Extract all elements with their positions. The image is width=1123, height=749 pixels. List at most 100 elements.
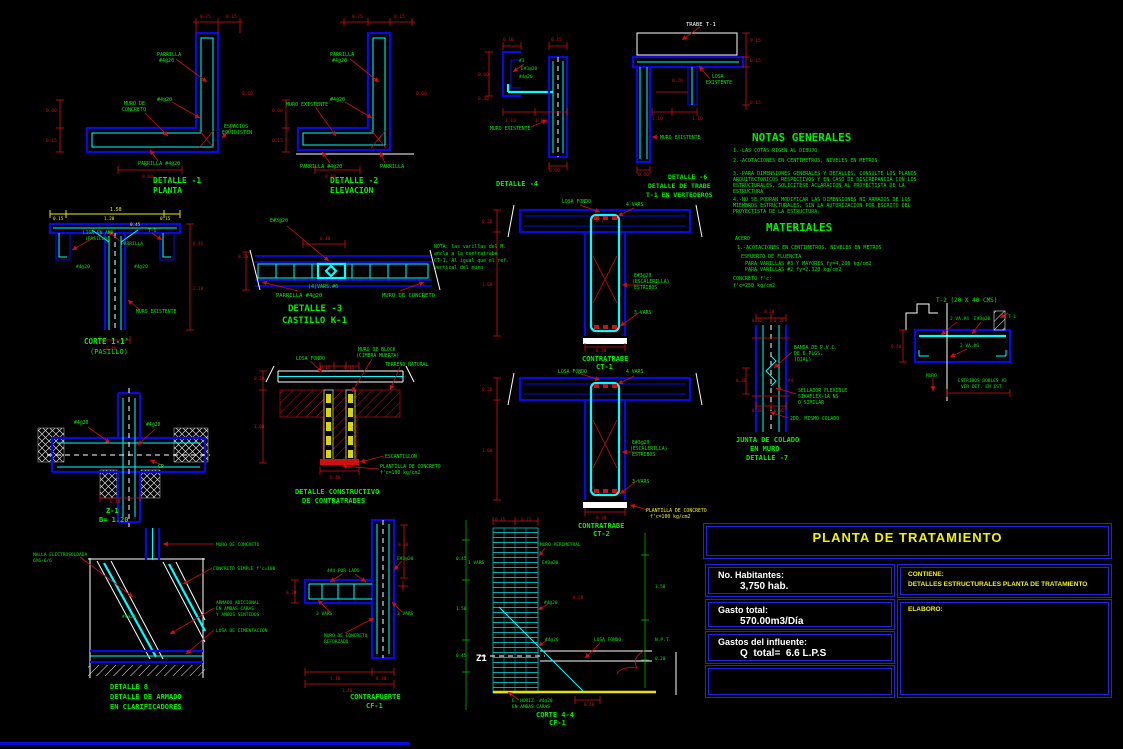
field-habitantes-label: No. Habitantes: [718,570,785,580]
materiales-text-6: CONCRETO f'c: [733,276,772,282]
ct_1-text-11: CT-1 [596,363,613,371]
elaboro-label: ELABORO: [908,606,943,613]
ct_1-text-10: CONTRATRABE [582,355,628,363]
detalle_2-text-5: PARRILLA [380,164,404,170]
detalle_1-text-6: EQUIDISTEN [222,130,252,136]
ct_2-text-3: 1.00 [482,448,493,454]
t_2-text-0: T-2 (20 X 40 CMS) [936,297,997,304]
detalle_6-text-0: TRABE T-1 [686,22,716,28]
contratrabe-ct1-geometry [493,204,703,351]
corte_4_4-text-15: 0.40 [584,702,595,708]
detalle_8-text-11: EN CLARIFICADORES [110,703,182,711]
corte_4_4-text-17: CF-1 [549,719,566,727]
ct_2-text-1: 4 VARS [626,369,643,375]
field-gastos-influente: Gastos del influente: Q total= 6.6 L.P.S [705,631,895,664]
corte_4_4-text-2: MURO PERIMETRAL [540,542,581,548]
detalle_8-text-7: Y AMBOS SENTIDOS [216,612,260,618]
corte_4_4-text-14: EN AMBAS CARAS [512,704,550,710]
notas-text-1: 1.-LAS COTAS RIGEN AL DIBUJO [733,148,817,154]
z_1-text-1: #4@20 [146,422,161,428]
detalle_3-text-7: (4)VARS.#6 [308,284,338,290]
ct_2-text-11: CONTRATRABE [578,522,624,530]
ct_1-text-2: K-1 [596,218,604,223]
detalle_8-text-0: MALLA ELECTROSOLDADA [33,552,87,558]
ct_1-text-6: (ESCALERILLA) [632,279,670,285]
junta_colado-text-7: 0.20 [736,378,747,384]
detalle_8-text-3: CONCRETO SIMPLE f'c=100 [213,566,276,572]
detalle_3-text-3: NOTA: las varillas del M. [434,244,506,250]
elaboro-cell: ELABORO: [897,599,1112,698]
detalle_2-text-2: #4@20 [330,97,345,103]
junta_colado-text-2: 0.10 [774,318,784,323]
ct_1-text-8: 3 VARS [634,310,651,316]
detalle_1-text-7: PARRILLA #4@20 [138,161,180,167]
contiene-cell: CONTIENE: DETALLES ESTRUCTURALES PLANTA … [897,564,1112,598]
detalle_3-text-2: 0.20 [238,254,249,260]
contrafuerte_cf1-text-14: CONTRAFUERTE [350,693,401,701]
detalle_3-text-6: vertical del muro [434,265,483,271]
detalle_8-text-10: DETALLE DE ARMADO [110,693,182,701]
detalle_3-text-8: PARRILLA #4@20 [276,293,322,299]
detalle_8-text-4: #4@20 [122,614,136,620]
contrafuerte_cf1-text-8: 1.10 [330,676,341,682]
corte_1_1-text-14: 0.40 [106,346,117,352]
junta-colado-geometry [742,314,797,432]
detalle_2-text-1: #4@20 [332,58,347,64]
corte_1_1-text-5: LIGA EN AMB. [83,230,116,236]
contrafuerte_cf1-text-5: MURO DE CONCRETO [324,633,368,639]
detalle_2-text-8: 0.60 [416,91,427,97]
corte_4_4-text-12: Z1 [476,654,487,664]
drawing-title: PLANTA DE TRATAMIENTO [812,530,1003,545]
materiales-text-5: PARA VARILLAS #2 fy=2,320 kg/cm2 [745,267,841,273]
corte_4_4-text-1: 0.15 [521,517,532,523]
t_2-text-1: 2 VA.#4 [950,316,969,322]
ct_1-text-5: E#3@20 [634,273,651,279]
corte_4_4-text-6: 0.20 [573,595,584,601]
z-1-geometry [37,388,210,527]
detalle-3-geometry [242,225,441,292]
ct_1-text-9: 0.30 [596,348,607,354]
detalle_4-text-2: #3 [519,58,525,64]
corte_4_4-text-10: 1.50 [655,584,666,590]
ct_2-text-2: 0.20 [482,387,493,393]
contratrabe-ct2-geometry [493,372,703,516]
field-habitantes-value: 3,750 hab. [740,581,789,592]
field-empty [705,665,895,698]
notas-text-5: ESTRUCTURALES, SOLICITESE ACLARACION AL … [733,183,905,189]
detalle_1-text-4: CONCRETO [122,107,146,113]
materiales-text-1: ACERO [735,236,750,242]
detalle-8-geometry [79,528,215,678]
junta_colado-text-8: SELLADOR FLEXIBLE [798,388,847,394]
contrafuerte_cf1-text-10: 1.40 [342,688,353,694]
detalle_1-text-12: 0.15 [46,138,57,144]
corte_1_1-text-6: (PASILLO) [85,236,110,242]
detalle_2-text-11: 0.60 [325,174,336,180]
notas-text-4: ARQUITECTONICOS RESPECTIVOS Y EN CASO DE… [733,177,917,183]
detalle_6-text-12: DETALLE DE TRABE [648,182,711,190]
detalle_constructivo-text-9: PLANTILLA DE CONCRETO [380,464,441,470]
corte_1_1-text-15: CORTE 1-1' [84,337,129,346]
corte_4_4-text-4: E#3@20 [542,560,559,566]
corte_1_1-text-8: PARRILLA [121,241,143,247]
junta_colado-text-1: 0.10 [752,318,762,323]
notas-text-6: ESTRUCTURA [733,189,763,195]
detalle_4-text-5: 0.60 [478,72,489,78]
field-habitantes: No. Habitantes: 3,750 hab. [705,564,895,597]
detalle_4-text-11: DETALLE -4 [496,180,538,188]
detalle_6-text-6: 0.15 [750,100,761,106]
detalle-constructivo-geometry [259,358,415,475]
detalle_constructivo-text-12: DETALLE CONSTRUCTIVO [295,488,379,496]
corte_1_1-text-1: 0.15 [53,216,64,222]
detalle_2-text-12: DETALLE -2 [330,176,378,185]
junta_colado-text-13: 0.10 [774,408,784,413]
detalle_constructivo-text-7: 1.00 [254,424,265,430]
junta_colado-text-6: #4 [788,378,794,384]
detalle_3-text-1: 0.40 [320,236,331,242]
detalle_constructivo-text-1: MURO DE BLOCK [358,347,396,353]
corte_1_1-text-16: (PASILLO) [90,348,128,356]
corte_4_4-text-3: 1 VARS [468,560,485,566]
detalle_constructivo-text-13: DE CONTRATRABES [302,497,365,505]
detalle_6-text-1: LOSA [712,74,724,80]
